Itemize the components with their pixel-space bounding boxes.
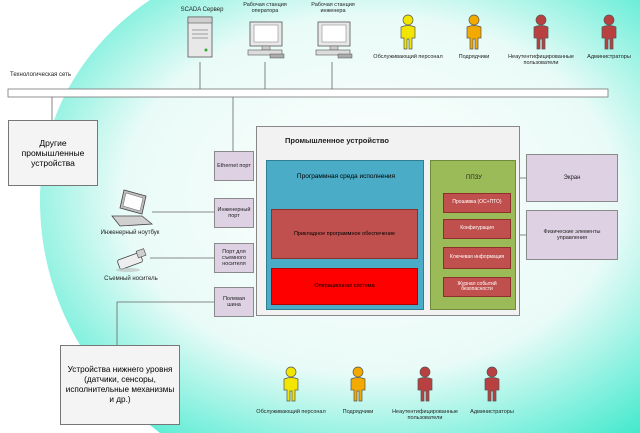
ethernet-port: Ethernet порт (214, 151, 254, 181)
person-label: Администраторы (470, 409, 514, 415)
usb-label: Съемный носитель (104, 276, 158, 282)
operator-workstation-icon (247, 21, 285, 59)
network-bus (7, 88, 609, 98)
os-box: Операционная система (271, 268, 418, 305)
physical-controls-box: Физические элементы управления (526, 210, 618, 260)
ppzu-title: ППЗУ (466, 175, 482, 181)
operator-ws-label: Рабочая станция оператора (243, 2, 287, 15)
network-label: Технологическая сеть (10, 72, 71, 78)
engineer-workstation-icon (315, 21, 353, 59)
ppzu-item-config: Конфигурация (443, 219, 511, 239)
person-icon (348, 366, 368, 402)
device-title: Промышленное устройство (285, 136, 389, 145)
engineer-ws-label: Рабочая станция инженера (311, 2, 355, 15)
person-label: Неаутентифицированные пользователи (392, 409, 458, 422)
other-devices-box: Другие промышленные устройства (8, 120, 98, 186)
person-icon (464, 14, 484, 50)
ppzu-item-firmware: Прошивка (ОС+ПТО) (443, 193, 511, 213)
ppzu-item-security-log: Журнал событий безопасности (443, 277, 511, 297)
scada-label: SCADA Сервер (180, 7, 224, 13)
server-icon (187, 16, 213, 58)
person-icon (281, 366, 301, 402)
app-software-box: Прикладное программное обеспечение (271, 209, 418, 259)
runtime-title: Программная среда исполнения (296, 173, 396, 180)
laptop-icon (111, 189, 154, 227)
laptop-label: Инженерный ноутбук (100, 230, 160, 236)
removable-media-port: Порт для съемного носителя (214, 243, 254, 273)
screen-box: Экран (526, 154, 618, 202)
person-label: Обслуживающий персонал (373, 54, 443, 60)
engineering-port: Инженерный порт (214, 198, 254, 228)
usb-drive-icon (116, 248, 147, 272)
person-icon (482, 366, 502, 402)
person-icon (599, 14, 619, 50)
fieldbus-port: Полевая шина (214, 287, 254, 317)
person-label: Обслуживающий персонал (256, 409, 326, 415)
person-label: Неаутентифицированные пользователи (508, 54, 574, 67)
ppzu-item-keys: Ключевая информация (443, 247, 511, 269)
person-icon (531, 14, 551, 50)
person-label: Администраторы (587, 54, 631, 60)
person-icon (398, 14, 418, 50)
person-label: Подрядчики (458, 54, 490, 60)
lower-level-devices-box: Устройства нижнего уровня (датчики, сенс… (60, 345, 180, 425)
person-label: Подрядчики (342, 409, 374, 415)
person-icon (415, 366, 435, 402)
